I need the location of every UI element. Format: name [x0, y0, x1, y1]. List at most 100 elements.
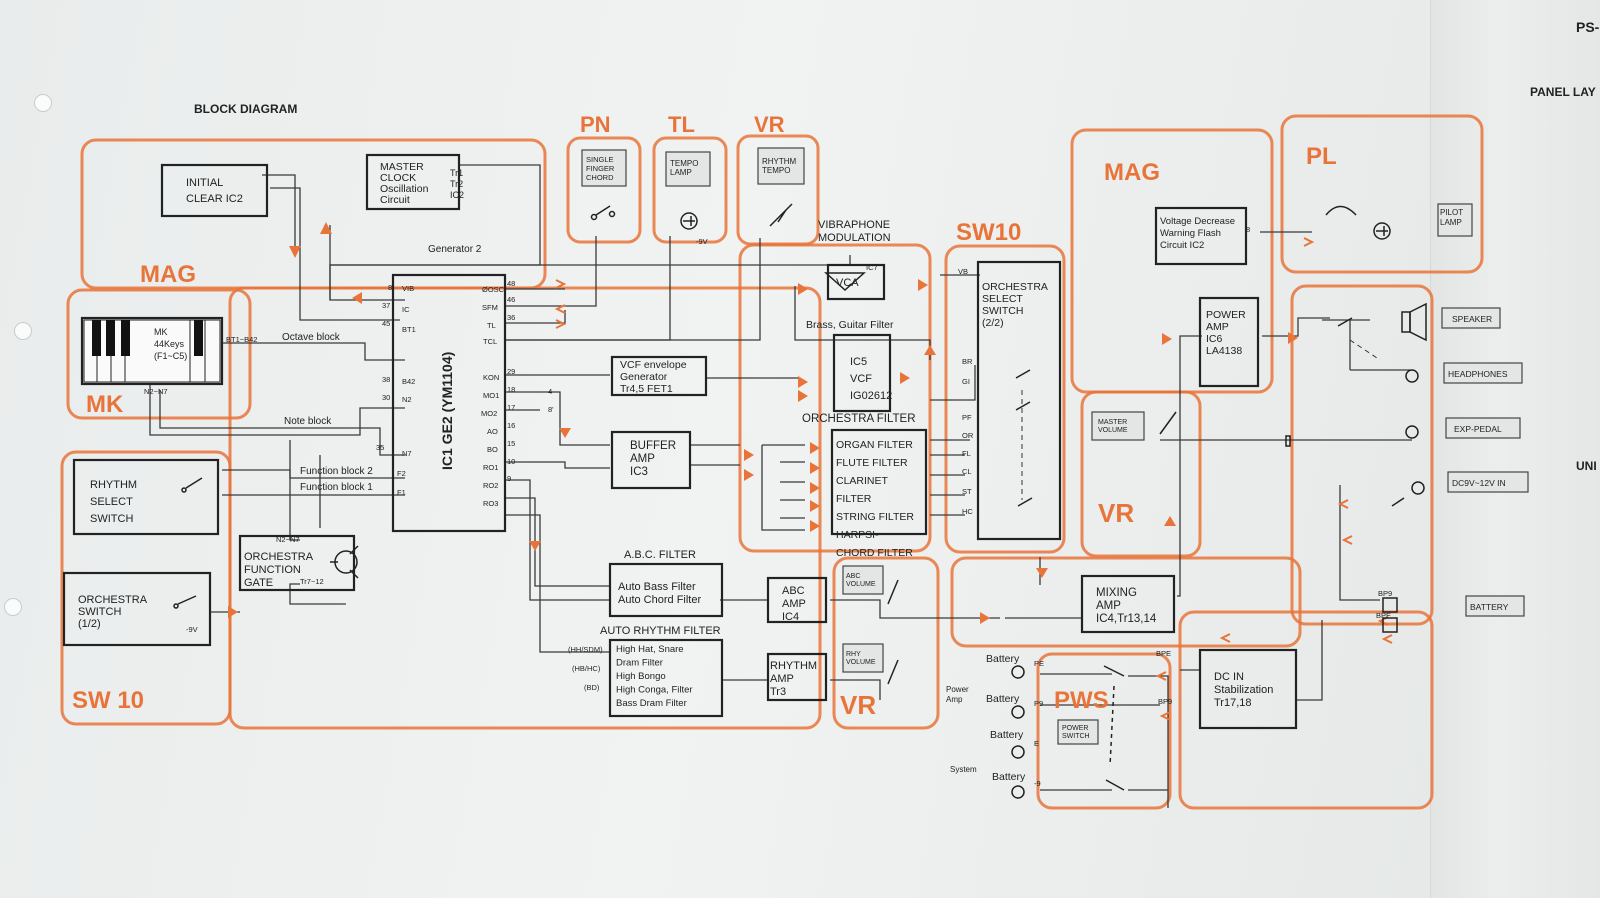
- pin-label-hh: (HH/SDM): [568, 645, 603, 654]
- block-text-orchestra-select: SWITCH: [982, 305, 1023, 317]
- panel-label-speaker: SPEAKER: [1452, 314, 1492, 324]
- pin-label-n2: N2: [402, 395, 412, 404]
- power-amp-note: Power: [946, 685, 969, 694]
- block-text-abc-filter: Auto Bass Filter: [618, 581, 696, 593]
- block-text-power-amp: IC6: [1206, 333, 1223, 345]
- panel-label-rhythm-tempo: TEMPO: [762, 166, 790, 175]
- block-text-orchestra-switch: ORCHESTRA: [78, 594, 148, 606]
- block-text-power-amp: AMP: [1206, 321, 1229, 333]
- unit-label: UNI: [1576, 459, 1597, 473]
- block-text-auto-rhythm: High Conga, Filter: [616, 685, 693, 696]
- annotation-battery-neg-1: Battery: [986, 693, 1020, 705]
- block-text-auto-rhythm: Bass Dram Filter: [616, 698, 687, 709]
- block-text-master-clock: Oscillation: [380, 183, 429, 195]
- pin-label-p8: 8: [388, 283, 392, 292]
- vibraphone-label: MODULATION: [818, 232, 891, 244]
- block-text-mixing-amp: AMP: [1096, 600, 1121, 612]
- annotation-function-block-2: Function block 2: [300, 466, 373, 477]
- pin-label-p18: 18: [507, 385, 515, 394]
- section-tag-vr-top: VR: [754, 112, 785, 137]
- pn-section-outline: [566, 136, 642, 244]
- pin-label-ro3: RO3: [483, 499, 498, 508]
- block-text-orchestra-select: ORCHESTRA: [982, 281, 1048, 293]
- panel-label-power-switch: POWER: [1062, 725, 1088, 732]
- dc-section-outline: [1178, 610, 1434, 810]
- pin-label-mo2: MO2: [481, 409, 497, 418]
- orchestra-select-box: [976, 260, 1062, 541]
- section-tag-pn: PN: [580, 112, 611, 137]
- panel-label-pilot-lamp: PILOT: [1440, 208, 1463, 217]
- rhythm-amp-box: [766, 652, 828, 702]
- pin-label-hb: (HB/HC): [572, 664, 601, 673]
- adjacent-page: [1430, 0, 1600, 898]
- annotation-octave-block: Octave block: [282, 332, 341, 343]
- orchestra-filter-box: [830, 428, 928, 536]
- pin-label-p10: 10: [507, 457, 515, 466]
- component-boxes: [62, 153, 1298, 730]
- block-text-auto-rhythm: High Hat, Snare: [616, 644, 684, 655]
- orchestra-switch-box: [62, 571, 212, 647]
- annotation-auto-rhythm-title: AUTO RHYTHM FILTER: [600, 625, 721, 637]
- block-text-orchestra-gate: FUNCTION: [244, 564, 301, 576]
- pin-label-p17: 17: [507, 403, 515, 412]
- pin-label-tcl: TCL: [483, 337, 497, 346]
- punch-hole: [4, 598, 22, 616]
- block-text-initial-clear: INITIAL: [186, 177, 223, 189]
- block-text-master-clock-parts: Tr2: [450, 179, 463, 189]
- block-text-abc-filter: Auto Chord Filter: [618, 594, 701, 606]
- pin-label-f2: F2: [397, 469, 406, 478]
- block-text-auto-rhythm: Dram Filter: [616, 658, 663, 669]
- block-text-orchestra-filter: FLUTE FILTER: [836, 457, 908, 469]
- pws-section-outline: [1036, 652, 1172, 810]
- block-text-orchestra-gate: GATE: [244, 577, 273, 589]
- block-text-buffer-amp: BUFFER: [630, 440, 676, 452]
- section-tag-tl: TL: [668, 112, 695, 137]
- diagram-title: BLOCK DIAGRAM: [194, 102, 297, 116]
- block-text-dc-in: Stabilization: [1214, 684, 1273, 696]
- pin-label-tl: TL: [487, 321, 496, 330]
- block-text-voltage-decrease: Circuit IC2: [1160, 240, 1204, 251]
- annotation-battery-pos-2: Battery: [990, 729, 1024, 741]
- block-text-mixing-amp: IC4,Tr13,14: [1096, 613, 1157, 625]
- pin-label-cl: CL: [962, 467, 972, 476]
- block-text-ic5-vcf: IG02612: [850, 390, 892, 402]
- pin-label-kon: KON: [483, 373, 499, 382]
- panel-label-single-finger: FINGER: [586, 164, 615, 173]
- power-amp-box: [1198, 296, 1260, 388]
- pin-label-or: OR: [962, 431, 974, 440]
- block-text-mixing-amp: MIXING: [1096, 587, 1137, 599]
- panel-layout-label: PANEL LAY: [1530, 85, 1596, 99]
- pin-label-f1: F1: [397, 488, 406, 497]
- punch-hole: [14, 322, 32, 340]
- pin-label-pe2: E: [1034, 739, 1039, 748]
- pin-label-p38: 38: [382, 375, 390, 384]
- wiring: [149, 164, 1412, 808]
- auto-rhythm-box: [608, 638, 724, 718]
- pin-label-p8c: 8': [548, 405, 554, 414]
- block-text-orchestra-switch: SWITCH: [78, 606, 121, 618]
- pin-label-bt: BT1~B42: [226, 335, 257, 344]
- pin-label-br: BR: [962, 357, 973, 366]
- pin-label-bpe2: BPE: [1376, 611, 1391, 620]
- ic5-vcf-box: [832, 333, 892, 413]
- block-text-vcf-envelope: Tr4,5 FET1: [620, 383, 673, 395]
- panel-label-battery: BATTERY: [1470, 602, 1509, 612]
- pin-label-ic7: IC7: [866, 263, 878, 272]
- abc-amp-box: [766, 576, 828, 624]
- panel-label-exp-pedal: EXP-PEDAL: [1454, 424, 1502, 434]
- annotation-function-block-1: Function block 1: [300, 482, 373, 493]
- block-text-orchestra-filter: STRING FILTER: [836, 511, 914, 523]
- panel-label-power-switch: SWITCH: [1062, 733, 1090, 740]
- panel-label-pilot-lamp: LAMP: [1440, 218, 1462, 227]
- pin-label-v9b: -9V: [186, 625, 198, 634]
- pin-label-n2n7: N2~N7: [144, 387, 168, 396]
- keyboard-box: [80, 316, 224, 386]
- pin-label-p15: 15: [507, 439, 515, 448]
- panel-label-master-volume: VOLUME: [1098, 427, 1128, 434]
- pin-label-m9: -9: [1034, 779, 1041, 788]
- mixing-amp-box: [1080, 574, 1176, 634]
- block-text-rhythm-select: RHYTHM: [90, 479, 137, 491]
- block-text-master-clock-parts: Tr1: [450, 168, 463, 178]
- block-text-power-amp: LA4138: [1206, 345, 1242, 357]
